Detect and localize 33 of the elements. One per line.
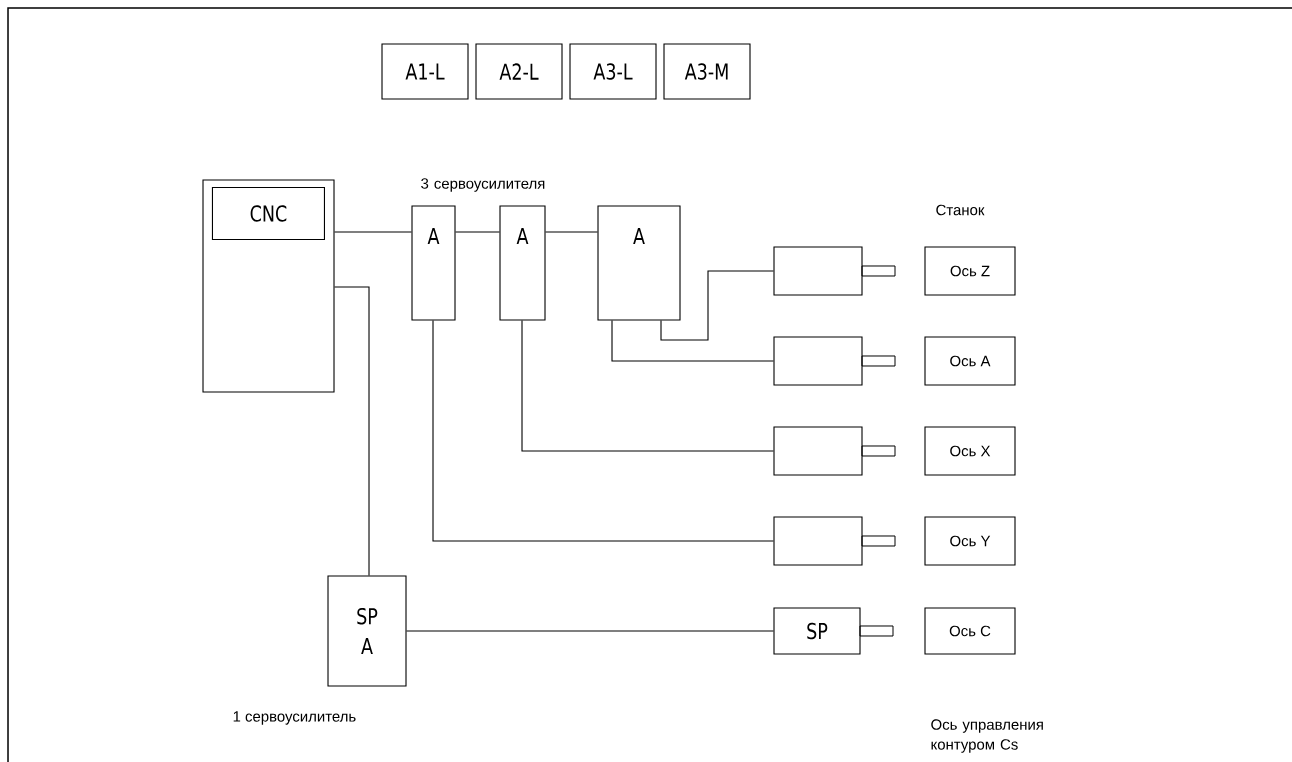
motor-drawing: [773, 336, 896, 386]
cable-line: [334, 231, 412, 233]
label-text: 3 сервоусилителя: [421, 178, 545, 192]
spindle-motor-drawing: SP: [773, 607, 894, 655]
module-label-box: A3-L: [569, 43, 657, 100]
cnc-box: CNC: [211, 186, 325, 240]
cable-line: [334, 286, 370, 576]
module-label-box: A1-L: [381, 43, 469, 100]
cable-line: [455, 231, 500, 233]
cnc-unit-box: [202, 179, 335, 393]
axis-box: Ось Z: [924, 246, 1016, 296]
amplifier-box: A: [411, 205, 456, 321]
label-text: Станок: [936, 204, 985, 216]
spindle-amplifier-box: SP A: [327, 575, 407, 687]
motor-drawing: [773, 516, 896, 566]
motor-drawing: [773, 426, 896, 476]
module-label-box: A3-M: [663, 43, 751, 100]
amplifier-box: A: [597, 205, 681, 321]
cable-line: [432, 320, 774, 542]
axis-box: Ось A: [924, 336, 1016, 386]
cable-line: [521, 320, 774, 452]
caption-text: 1 сервоусилитель: [233, 711, 356, 725]
axis-box: Ось Y: [924, 516, 1016, 566]
axis-box: Ось C: [924, 607, 1016, 655]
module-label-box: A2-L: [475, 43, 563, 100]
motor-drawing: [773, 246, 896, 296]
label-text: Ось управления контуром Cs: [931, 719, 1043, 753]
cable-line: [660, 270, 774, 341]
cable-line: [611, 320, 774, 362]
cable-line: [406, 630, 774, 632]
cable-line: [545, 231, 598, 233]
axis-box: Ось X: [924, 426, 1016, 476]
amplifier-box: A: [499, 205, 546, 321]
